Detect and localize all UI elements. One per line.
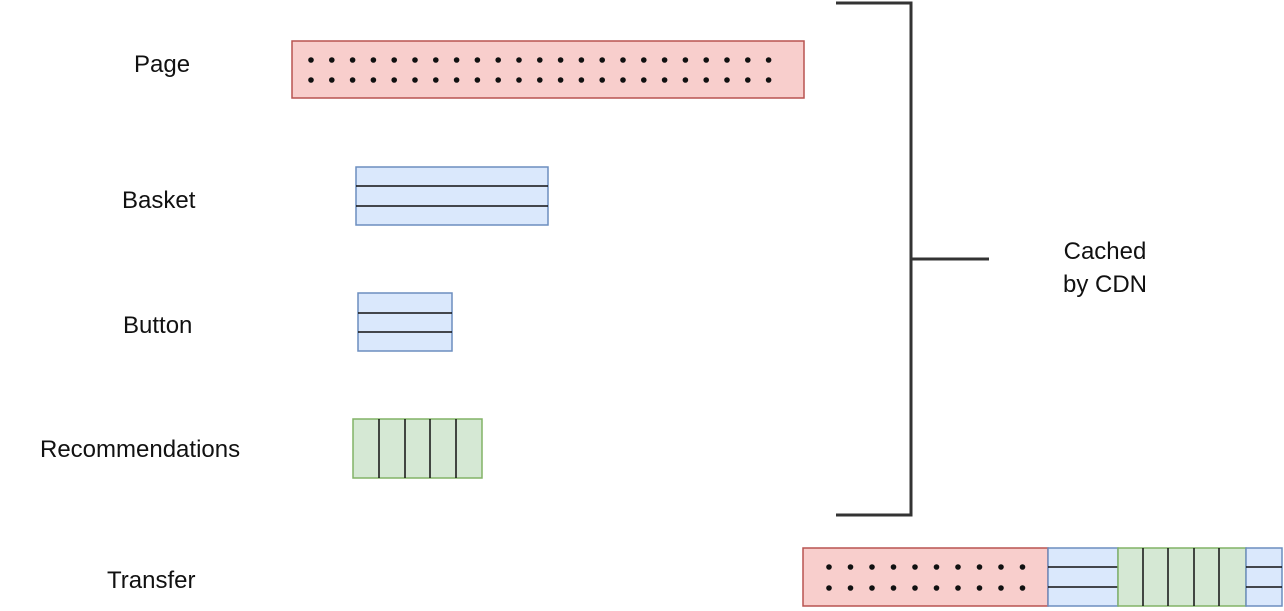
page-dot bbox=[703, 57, 709, 63]
page-dot bbox=[495, 77, 502, 83]
page-dot bbox=[578, 57, 585, 63]
page-dot bbox=[745, 57, 751, 63]
transfer-button-part bbox=[1245, 547, 1283, 607]
cached-label-line1: Cached bbox=[1063, 238, 1147, 265]
page-dot bbox=[703, 77, 709, 83]
page-dot bbox=[391, 57, 398, 63]
page-dot bbox=[537, 77, 543, 83]
page-dot bbox=[765, 77, 772, 83]
transfer-page-dot bbox=[1019, 585, 1026, 591]
page-dot bbox=[391, 77, 398, 83]
page-dot bbox=[329, 77, 335, 83]
page-dot bbox=[453, 77, 460, 83]
recommendations-block bbox=[352, 418, 483, 479]
transfer-page-dot bbox=[869, 564, 875, 570]
page-dot bbox=[724, 77, 730, 83]
page-dot bbox=[682, 57, 689, 63]
transfer-page-dot bbox=[976, 585, 983, 591]
page-dot bbox=[745, 77, 751, 83]
page-dot bbox=[557, 77, 564, 83]
page-dot bbox=[516, 77, 522, 83]
page-dot bbox=[474, 57, 481, 63]
page-dot bbox=[349, 57, 356, 63]
row-label-page: Page bbox=[134, 51, 191, 78]
page-dot bbox=[641, 77, 647, 83]
transfer-page-dot bbox=[998, 564, 1004, 570]
basket-block bbox=[355, 166, 549, 226]
row-label-basket: Basket bbox=[122, 187, 196, 214]
page-dot bbox=[370, 77, 377, 83]
page-dot bbox=[433, 77, 439, 83]
transfer-page-dot bbox=[1019, 564, 1026, 570]
cached-by-cdn-label: Cached by CDN bbox=[1040, 235, 1170, 301]
transfer-page-dot bbox=[933, 585, 940, 591]
page-dot bbox=[682, 77, 689, 83]
page-dot bbox=[724, 57, 730, 63]
page-dot bbox=[620, 77, 626, 83]
page-dot bbox=[599, 77, 605, 83]
transfer-page-dot bbox=[976, 564, 983, 570]
row-label-button: Button bbox=[123, 312, 193, 339]
page-block bbox=[291, 40, 805, 99]
page-dot bbox=[308, 77, 314, 83]
row-label-transfer: Transfer bbox=[107, 567, 196, 594]
page-dot bbox=[349, 77, 356, 83]
cdn-bracket bbox=[836, 1, 989, 517]
page-dot bbox=[453, 57, 460, 63]
transfer-page-dot bbox=[912, 585, 918, 591]
page-dot bbox=[433, 57, 439, 63]
page-dot bbox=[474, 77, 481, 83]
page-dot bbox=[329, 57, 335, 63]
page-dot bbox=[641, 57, 647, 63]
recommendations-rect bbox=[352, 418, 483, 479]
transfer-recommendations-part bbox=[1117, 547, 1247, 607]
transfer-page-dot bbox=[912, 564, 918, 570]
transfer-block bbox=[802, 547, 1283, 607]
transfer-page-part bbox=[802, 547, 1049, 607]
transfer-basket-part bbox=[1047, 547, 1119, 607]
transfer-page-dot bbox=[955, 564, 961, 570]
page-rect bbox=[291, 40, 805, 99]
transfer-page-dot bbox=[998, 585, 1004, 591]
page-dot bbox=[578, 77, 585, 83]
row-label-recommendations: Recommendations bbox=[40, 436, 241, 463]
transfer-page-dot bbox=[890, 564, 897, 570]
page-dot bbox=[412, 77, 418, 83]
page-dot bbox=[516, 57, 522, 63]
bracket-line bbox=[836, 1, 913, 517]
page-dot bbox=[495, 57, 502, 63]
basket-rect bbox=[355, 166, 549, 226]
page-dot bbox=[765, 57, 772, 63]
page-dot bbox=[557, 57, 564, 63]
button-rect bbox=[357, 292, 453, 352]
page-dot bbox=[661, 57, 668, 63]
page-dot bbox=[620, 57, 626, 63]
transfer-page-dot bbox=[847, 564, 854, 570]
page-dot bbox=[661, 77, 668, 83]
transfer-page-dot bbox=[933, 564, 940, 570]
page-dot bbox=[599, 57, 605, 63]
page-dot bbox=[308, 57, 314, 63]
page-dot bbox=[537, 57, 543, 63]
transfer-page-dot bbox=[826, 564, 832, 570]
transfer-page-dot bbox=[847, 585, 854, 591]
transfer-page-dot bbox=[826, 585, 832, 591]
transfer-page-dot bbox=[869, 585, 875, 591]
transfer-page-dot bbox=[955, 585, 961, 591]
transfer-page-dot bbox=[890, 585, 897, 591]
page-dot bbox=[412, 57, 418, 63]
button-block bbox=[357, 292, 453, 352]
page-dot bbox=[370, 57, 377, 63]
cached-label-line2: by CDN bbox=[1062, 271, 1147, 298]
